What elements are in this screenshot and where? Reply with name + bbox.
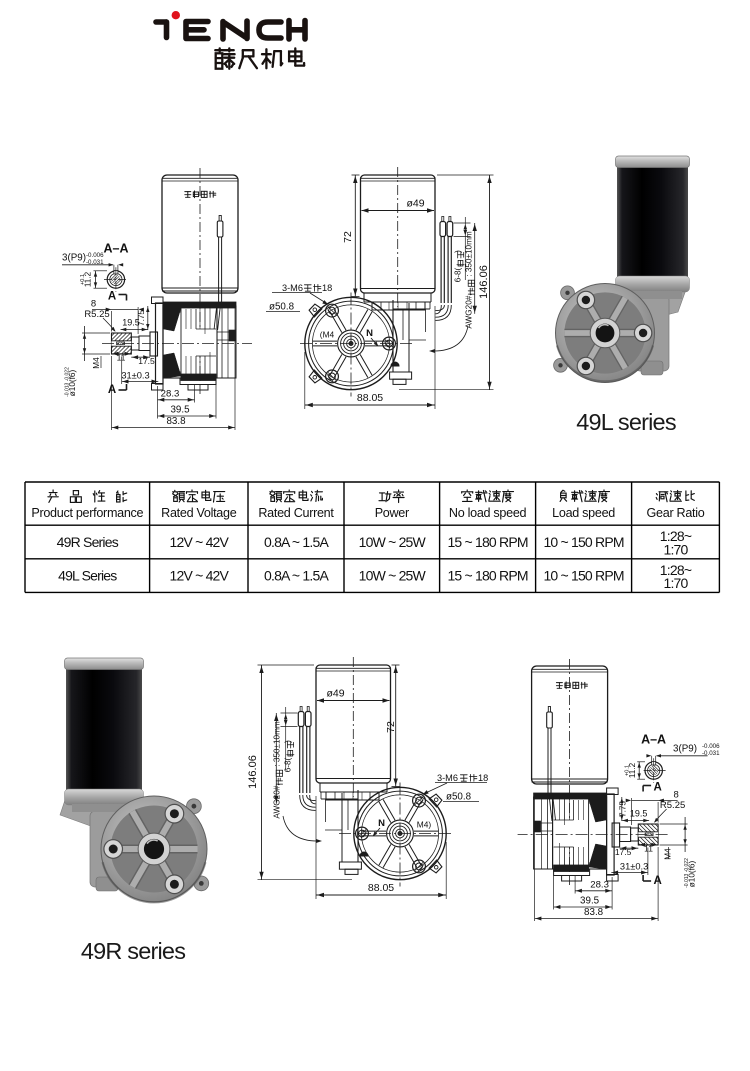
- svg-text:12V ~ 42V: 12V ~ 42V: [170, 568, 230, 584]
- svg-text:Rated Voltage: Rated Voltage: [161, 506, 237, 520]
- svg-text:0.8A ~ 1.5A: 0.8A ~ 1.5A: [264, 568, 329, 584]
- svg-text:28.3: 28.3: [161, 388, 180, 399]
- svg-text:11: 11: [644, 844, 653, 854]
- svg-text:15 ~ 180 RPM: 15 ~ 180 RPM: [447, 568, 527, 584]
- svg-text:AWG20#.: AWG20#.: [465, 293, 474, 328]
- svg-text:6-8(: 6-8(: [454, 267, 463, 282]
- svg-text:11.2: 11.2: [84, 271, 93, 287]
- svg-text:72: 72: [342, 231, 354, 243]
- svg-text:A–A: A–A: [641, 733, 666, 747]
- svg-text:12V ~ 42V: 12V ~ 42V: [170, 534, 230, 550]
- svg-text:: 350±10mm: : 350±10mm: [465, 231, 474, 277]
- svg-text:3-M6: 3-M6: [282, 283, 303, 293]
- svg-text:0.8A ~ 1.5A: 0.8A ~ 1.5A: [264, 534, 329, 550]
- svg-text:3(P9): 3(P9): [62, 253, 86, 264]
- svg-text:M4): M4): [417, 820, 432, 830]
- svg-text:19.5: 19.5: [630, 809, 648, 819]
- svg-text:+0.1: +0.1: [625, 765, 631, 776]
- svg-text:+0.1: +0.1: [80, 274, 86, 285]
- svg-text:ø50.8: ø50.8: [269, 302, 295, 313]
- svg-text:10W ~ 25W: 10W ~ 25W: [359, 568, 427, 584]
- svg-text:Load speed: Load speed: [552, 506, 615, 520]
- svg-text:10 ~ 150 RPM: 10 ~ 150 RPM: [543, 534, 623, 550]
- svg-text:M4: M4: [92, 357, 101, 369]
- svg-text:-0.013 -0.022: -0.013 -0.022: [684, 858, 690, 888]
- svg-text:83.8: 83.8: [166, 416, 186, 427]
- svg-text:A: A: [653, 782, 661, 794]
- svg-text:17.5: 17.5: [615, 847, 632, 857]
- svg-text:ø50.8: ø50.8: [446, 792, 472, 803]
- svg-text:19.5: 19.5: [122, 318, 140, 328]
- svg-text:1:28~: 1:28~: [660, 528, 692, 544]
- svg-text:-0.031: -0.031: [86, 259, 104, 266]
- svg-text:49L Series: 49L Series: [58, 568, 117, 584]
- svg-text:8: 8: [673, 790, 678, 801]
- svg-text:7.75: 7.75: [137, 310, 146, 326]
- svg-text:A: A: [108, 384, 116, 396]
- svg-text:72: 72: [385, 721, 397, 733]
- svg-text:Rated Current: Rated Current: [258, 506, 334, 520]
- svg-text:49R series: 49R series: [81, 938, 185, 964]
- svg-text:Gear Ratio: Gear Ratio: [647, 506, 705, 520]
- svg-text:1:28~: 1:28~: [660, 562, 692, 578]
- svg-text:88.05: 88.05: [357, 392, 383, 404]
- svg-text:49L series: 49L series: [576, 409, 676, 435]
- svg-text:18: 18: [322, 283, 332, 293]
- svg-text:88.05: 88.05: [368, 882, 394, 894]
- svg-text:A: A: [108, 291, 116, 303]
- svg-text:49R Series: 49R Series: [57, 534, 119, 550]
- svg-text:(M4: (M4: [320, 330, 335, 340]
- svg-text:No load speed: No load speed: [449, 506, 527, 520]
- svg-text:83.8: 83.8: [584, 907, 604, 918]
- svg-text:15 ~ 180 RPM: 15 ~ 180 RPM: [447, 534, 527, 550]
- svg-text:31±0.3: 31±0.3: [121, 370, 149, 380]
- svg-text:N: N: [366, 328, 373, 339]
- svg-text:3-M6: 3-M6: [437, 773, 458, 783]
- svg-text:39.5: 39.5: [170, 405, 190, 416]
- svg-text:7.75: 7.75: [618, 801, 627, 817]
- svg-text:31±0.3: 31±0.3: [620, 861, 648, 871]
- svg-text:ø49: ø49: [326, 688, 344, 700]
- svg-text:1:70: 1:70: [663, 541, 688, 557]
- svg-text:M4: M4: [664, 848, 673, 860]
- svg-text:18: 18: [478, 773, 488, 783]
- svg-text:39.5: 39.5: [580, 896, 600, 907]
- svg-text:-0.013 -0.022: -0.013 -0.022: [65, 367, 71, 397]
- svg-text:Product performance: Product performance: [31, 506, 143, 520]
- svg-text:A: A: [653, 875, 661, 887]
- svg-text:-0.006: -0.006: [86, 252, 104, 259]
- svg-text:A–A: A–A: [103, 242, 128, 256]
- svg-text:ø49: ø49: [406, 198, 424, 210]
- svg-text:6-8(: 6-8(: [283, 757, 292, 772]
- svg-text:10W ~ 25W: 10W ~ 25W: [359, 534, 427, 550]
- svg-text:Power: Power: [375, 506, 409, 520]
- svg-text:ø10(f6): ø10(f6): [688, 861, 697, 888]
- svg-text:1:70: 1:70: [663, 575, 688, 591]
- svg-text:11: 11: [117, 353, 126, 363]
- svg-text:3(P9): 3(P9): [673, 744, 697, 755]
- svg-text:-0.031: -0.031: [702, 750, 720, 757]
- svg-text:N: N: [378, 818, 385, 829]
- svg-text:AWG20#.: AWG20#.: [273, 783, 282, 818]
- svg-text:ø10(f6): ø10(f6): [68, 370, 77, 397]
- svg-text:: 350±10mm: : 350±10mm: [273, 721, 282, 767]
- svg-text:17.5: 17.5: [138, 356, 155, 366]
- svg-text:R5.25: R5.25: [84, 309, 109, 320]
- svg-text:-0.006: -0.006: [702, 743, 720, 750]
- svg-text:): ): [283, 740, 292, 743]
- svg-text:): ): [454, 250, 463, 253]
- svg-text:28.3: 28.3: [590, 879, 609, 890]
- svg-text:146.06: 146.06: [247, 755, 259, 789]
- svg-text:10 ~ 150 RPM: 10 ~ 150 RPM: [543, 568, 623, 584]
- svg-text:R5.25: R5.25: [660, 800, 685, 811]
- svg-text:146.06: 146.06: [478, 265, 490, 299]
- svg-text:8: 8: [91, 299, 96, 310]
- svg-text:11.2: 11.2: [628, 762, 637, 778]
